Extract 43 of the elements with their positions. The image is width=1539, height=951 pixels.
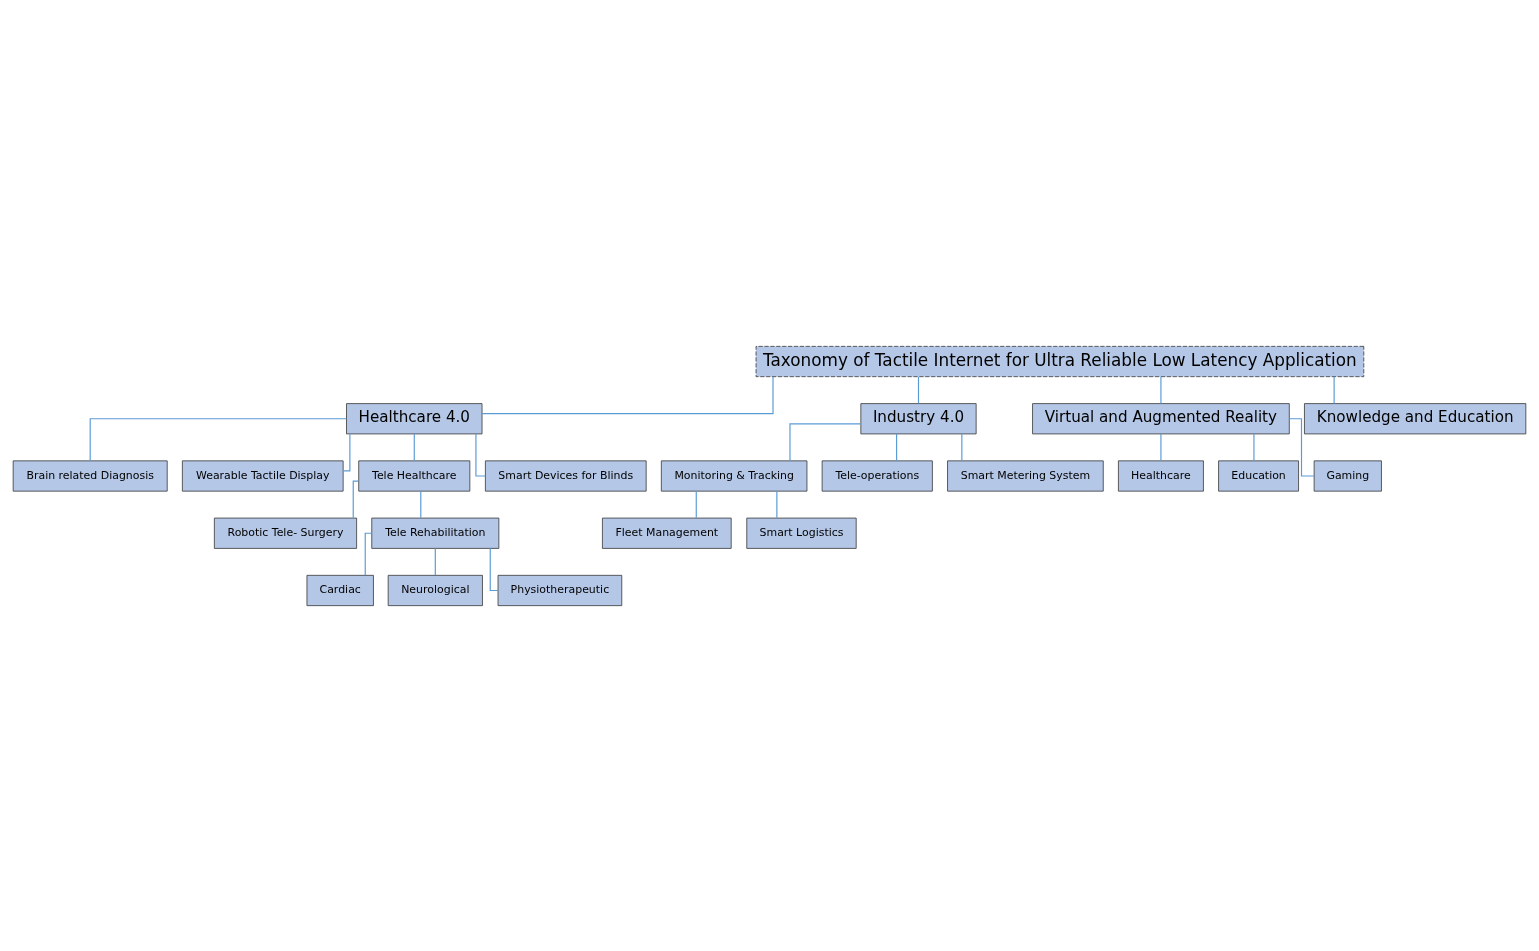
connector [896, 433, 898, 461]
node-box: Industry 4.0 [860, 402, 977, 434]
node-box: Brain related Diagnosis [12, 459, 168, 492]
node-box: Gaming [1313, 459, 1382, 492]
connector [1253, 433, 1255, 461]
connector [1160, 433, 1162, 461]
connector [352, 479, 360, 518]
node-box: Taxonomy of Tactile Internet for Ultra Reliable Low Latency Application [755, 345, 1365, 377]
node-box: Tele Healthcare [358, 459, 471, 492]
node-box: Robotic Tele- Surgery [213, 517, 358, 549]
connector [413, 433, 415, 461]
connector [789, 422, 862, 461]
connector [1288, 417, 1315, 477]
node-box: Neurological [387, 574, 483, 606]
connector [420, 490, 422, 518]
connector [1160, 375, 1162, 404]
node-box: Knowledge and Education [1304, 402, 1527, 434]
node-box: Physiotherapeutic [497, 574, 623, 606]
connector [481, 375, 774, 414]
connector [475, 433, 486, 477]
node-box: Smart Logistics [746, 517, 857, 549]
node-box: Monitoring & Tracking [660, 459, 808, 492]
node-box: Virtual and Augmented Reality [1032, 402, 1290, 434]
connector [364, 532, 373, 576]
connector [961, 433, 963, 461]
node-box: Fleet Management [602, 517, 732, 549]
connector [342, 433, 351, 472]
connector [434, 547, 436, 576]
connector [489, 547, 499, 591]
connector [695, 490, 697, 518]
node-box: Healthcare 4.0 [346, 402, 483, 434]
node-box: Healthcare [1118, 459, 1204, 492]
node-box: Smart Devices for Blinds [484, 459, 647, 492]
node-box: Cardiac [306, 574, 374, 606]
node-box: Education [1218, 459, 1299, 492]
node-box: Tele-operations [821, 459, 933, 492]
connector [89, 417, 347, 461]
node-box: Wearable Tactile Display [181, 459, 344, 492]
connector [1333, 375, 1335, 404]
node-box: Tele Rehabilitation [371, 517, 500, 549]
connector [776, 490, 778, 518]
connector [917, 375, 920, 404]
node-box: Smart Metering System [947, 459, 1104, 492]
